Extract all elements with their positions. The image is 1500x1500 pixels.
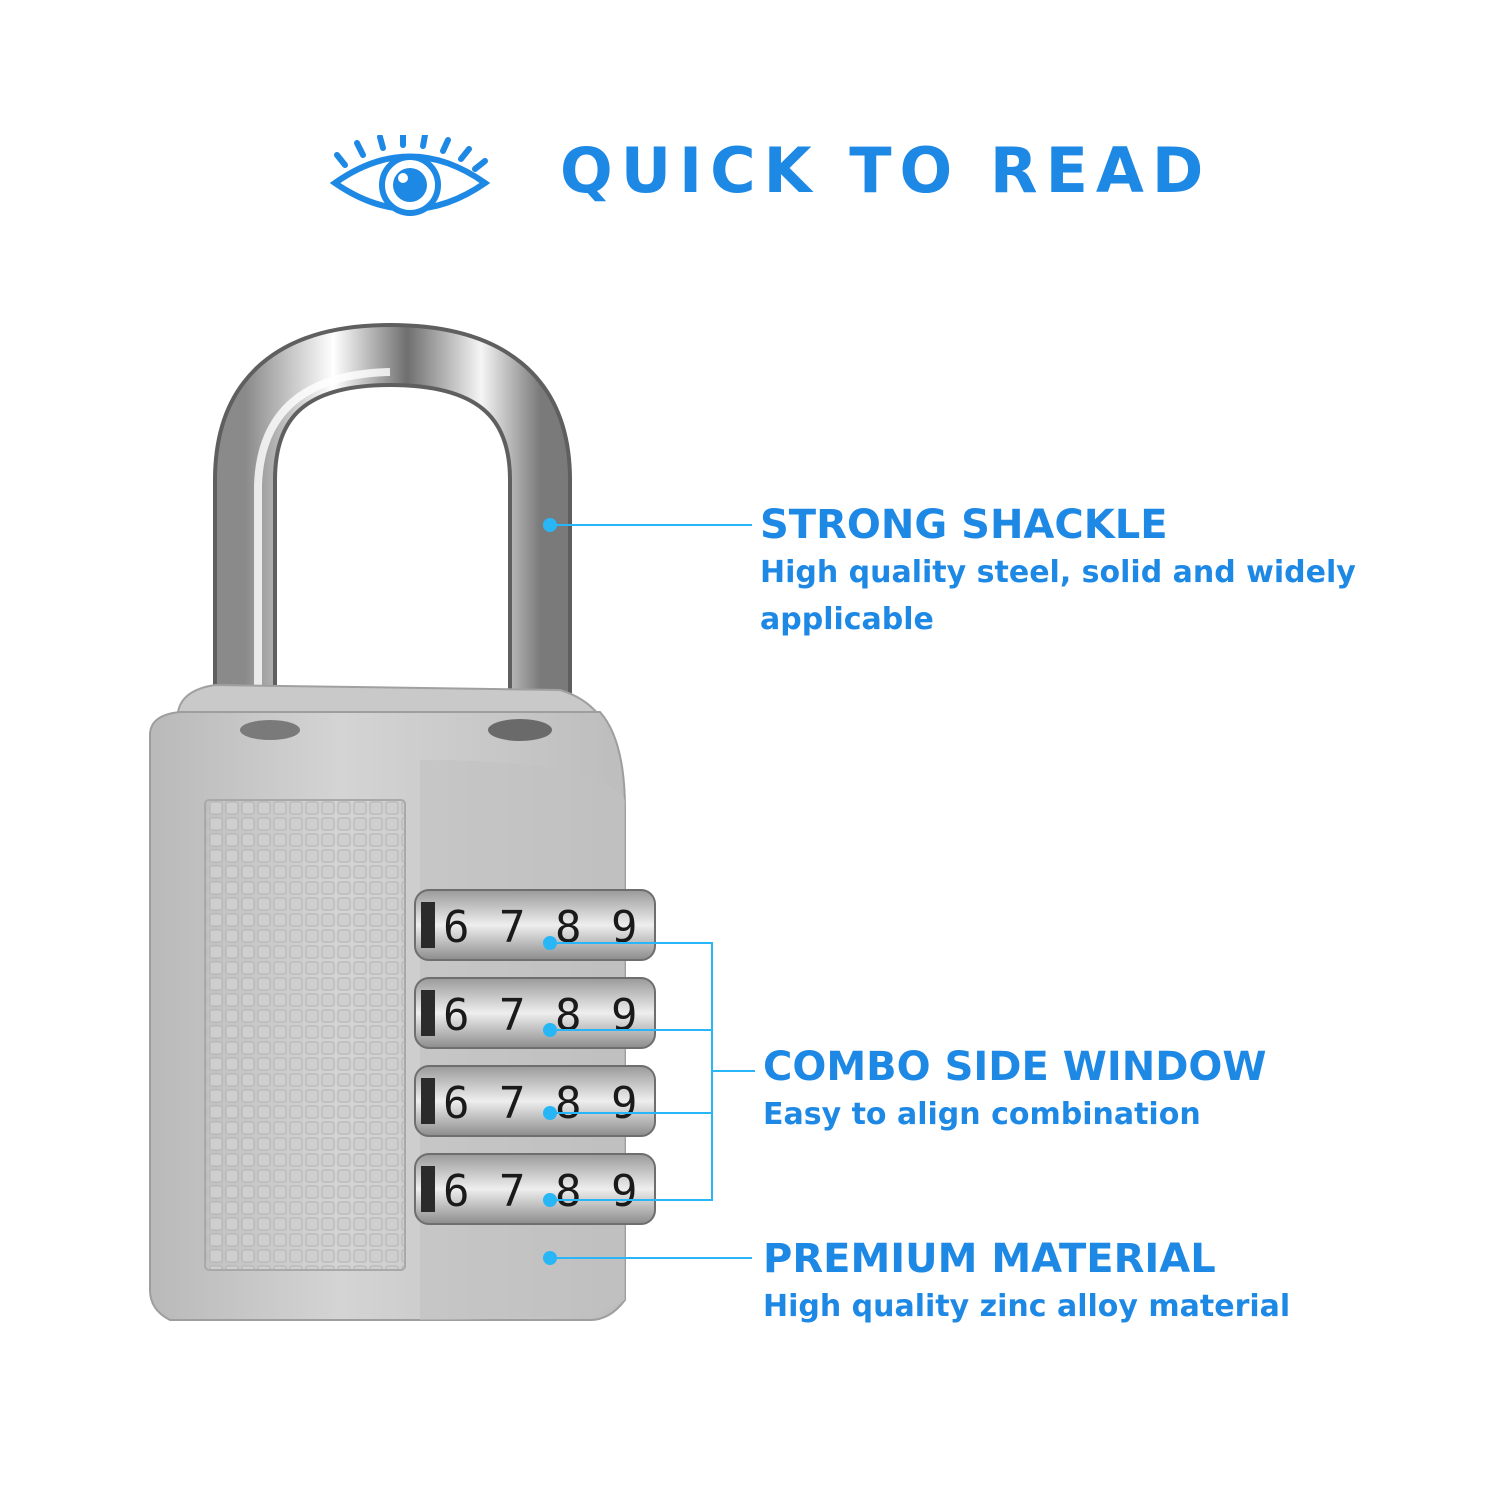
dial-digit: 6 bbox=[443, 1166, 470, 1217]
dial-digit: 7 bbox=[499, 990, 526, 1041]
dial-digit: 7 bbox=[499, 1166, 526, 1217]
dial-digit: 8 bbox=[555, 990, 582, 1041]
feature-title: STRONG SHACKLE bbox=[760, 502, 1168, 548]
feature-title: PREMIUM MATERIAL bbox=[763, 1236, 1216, 1282]
feature-description: High quality zinc alloy material bbox=[763, 1289, 1291, 1324]
dial-digit: 7 bbox=[499, 1078, 526, 1129]
feature-description: High quality steel, solid and widely app… bbox=[760, 555, 1356, 637]
feature-description: Easy to align combination bbox=[763, 1097, 1201, 1132]
dial-digit: 7 bbox=[499, 902, 526, 953]
dial-digit: 6 bbox=[443, 990, 470, 1041]
feature-premium-material: PREMIUM MATERIAL High quality zinc alloy… bbox=[763, 1236, 1443, 1331]
dial-digit: 8 bbox=[555, 1078, 582, 1129]
dial-digit: 9 bbox=[611, 902, 638, 953]
dial-digit: 9 bbox=[611, 990, 638, 1041]
feature-strong-shackle: STRONG SHACKLE High quality steel, solid… bbox=[760, 502, 1440, 643]
dial-digit: 9 bbox=[611, 1166, 638, 1217]
dial-digit: 9 bbox=[611, 1078, 638, 1129]
feature-combo-side-window: COMBO SIDE WINDOW Easy to align combinat… bbox=[763, 1044, 1443, 1139]
dial-digit: 6 bbox=[443, 1078, 470, 1129]
eye-icon bbox=[329, 135, 491, 216]
dial-digit: 8 bbox=[555, 1166, 582, 1217]
feature-title: COMBO SIDE WINDOW bbox=[763, 1044, 1267, 1090]
dial-digit: 8 bbox=[555, 902, 582, 953]
dial-digit: 6 bbox=[443, 902, 470, 953]
page-title: QUICK TO READ bbox=[560, 134, 1212, 207]
